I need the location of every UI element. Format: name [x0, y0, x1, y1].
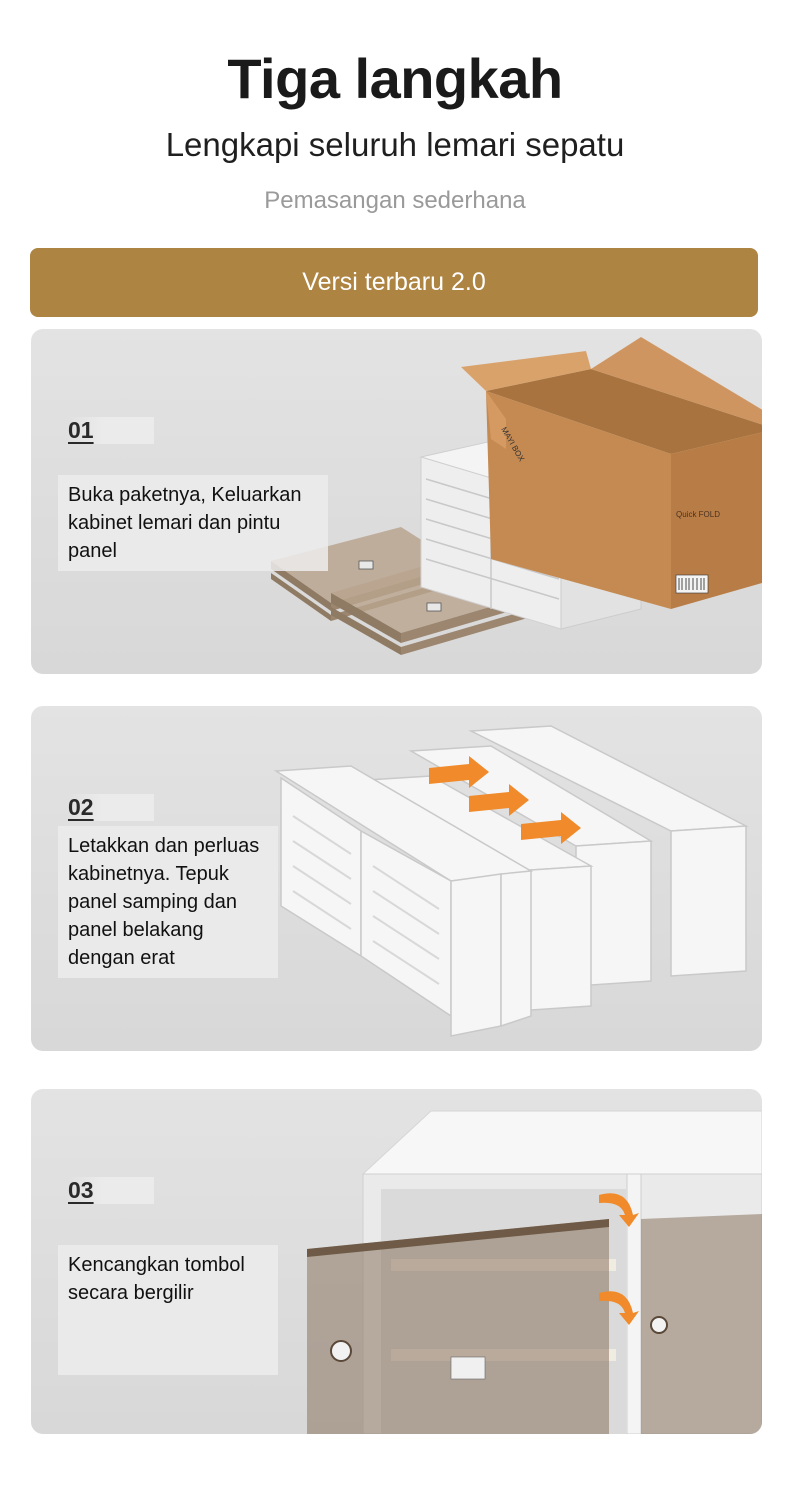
step-card-3: 03 Kencangkan tombol secara bergilir [31, 1089, 762, 1434]
rotate-knob-arrow-icon [599, 1193, 639, 1325]
step-3-illustration [307, 1110, 762, 1434]
step-2-illustration [273, 725, 749, 1037]
tinted-door-icon [307, 1214, 762, 1434]
unfolding-cabinet-icon [273, 725, 749, 1037]
step-text-3: Kencangkan tombol secara bergilir [58, 1245, 278, 1375]
version-banner-label: Versi terbaru 2.0 [302, 268, 486, 296]
page-title: Tiga langkah [227, 47, 563, 110]
step-number-3: 03 [68, 1177, 154, 1204]
version-banner: Versi terbaru 2.0 [30, 248, 758, 317]
page-subtitle: Lengkapi seluruh lemari sepatu [165, 126, 625, 163]
step-card-1: MAYI BOX Quick FOLD 01 Buka paketnya, Ke… [31, 329, 762, 674]
box-fold-label: Quick FOLD [676, 510, 720, 519]
page-tagline: Pemasangan sederhana [264, 187, 526, 214]
step-number-1: 01 [68, 417, 154, 444]
step-card-2: 02 Letakkan dan perluas kabinetnya. Tepu… [31, 706, 762, 1051]
cardboard-box-icon: MAYI BOX Quick FOLD [461, 337, 762, 609]
step-number-2: 02 [68, 794, 154, 821]
step-text-2: Letakkan dan perluas kabinetnya. Tepuk p… [58, 826, 278, 978]
step-text-1: Buka paketnya, Keluarkan kabinet lemari … [58, 475, 328, 571]
expand-arrow-icon [429, 756, 581, 844]
step-1-illustration: MAYI BOX Quick FOLD [271, 337, 762, 655]
